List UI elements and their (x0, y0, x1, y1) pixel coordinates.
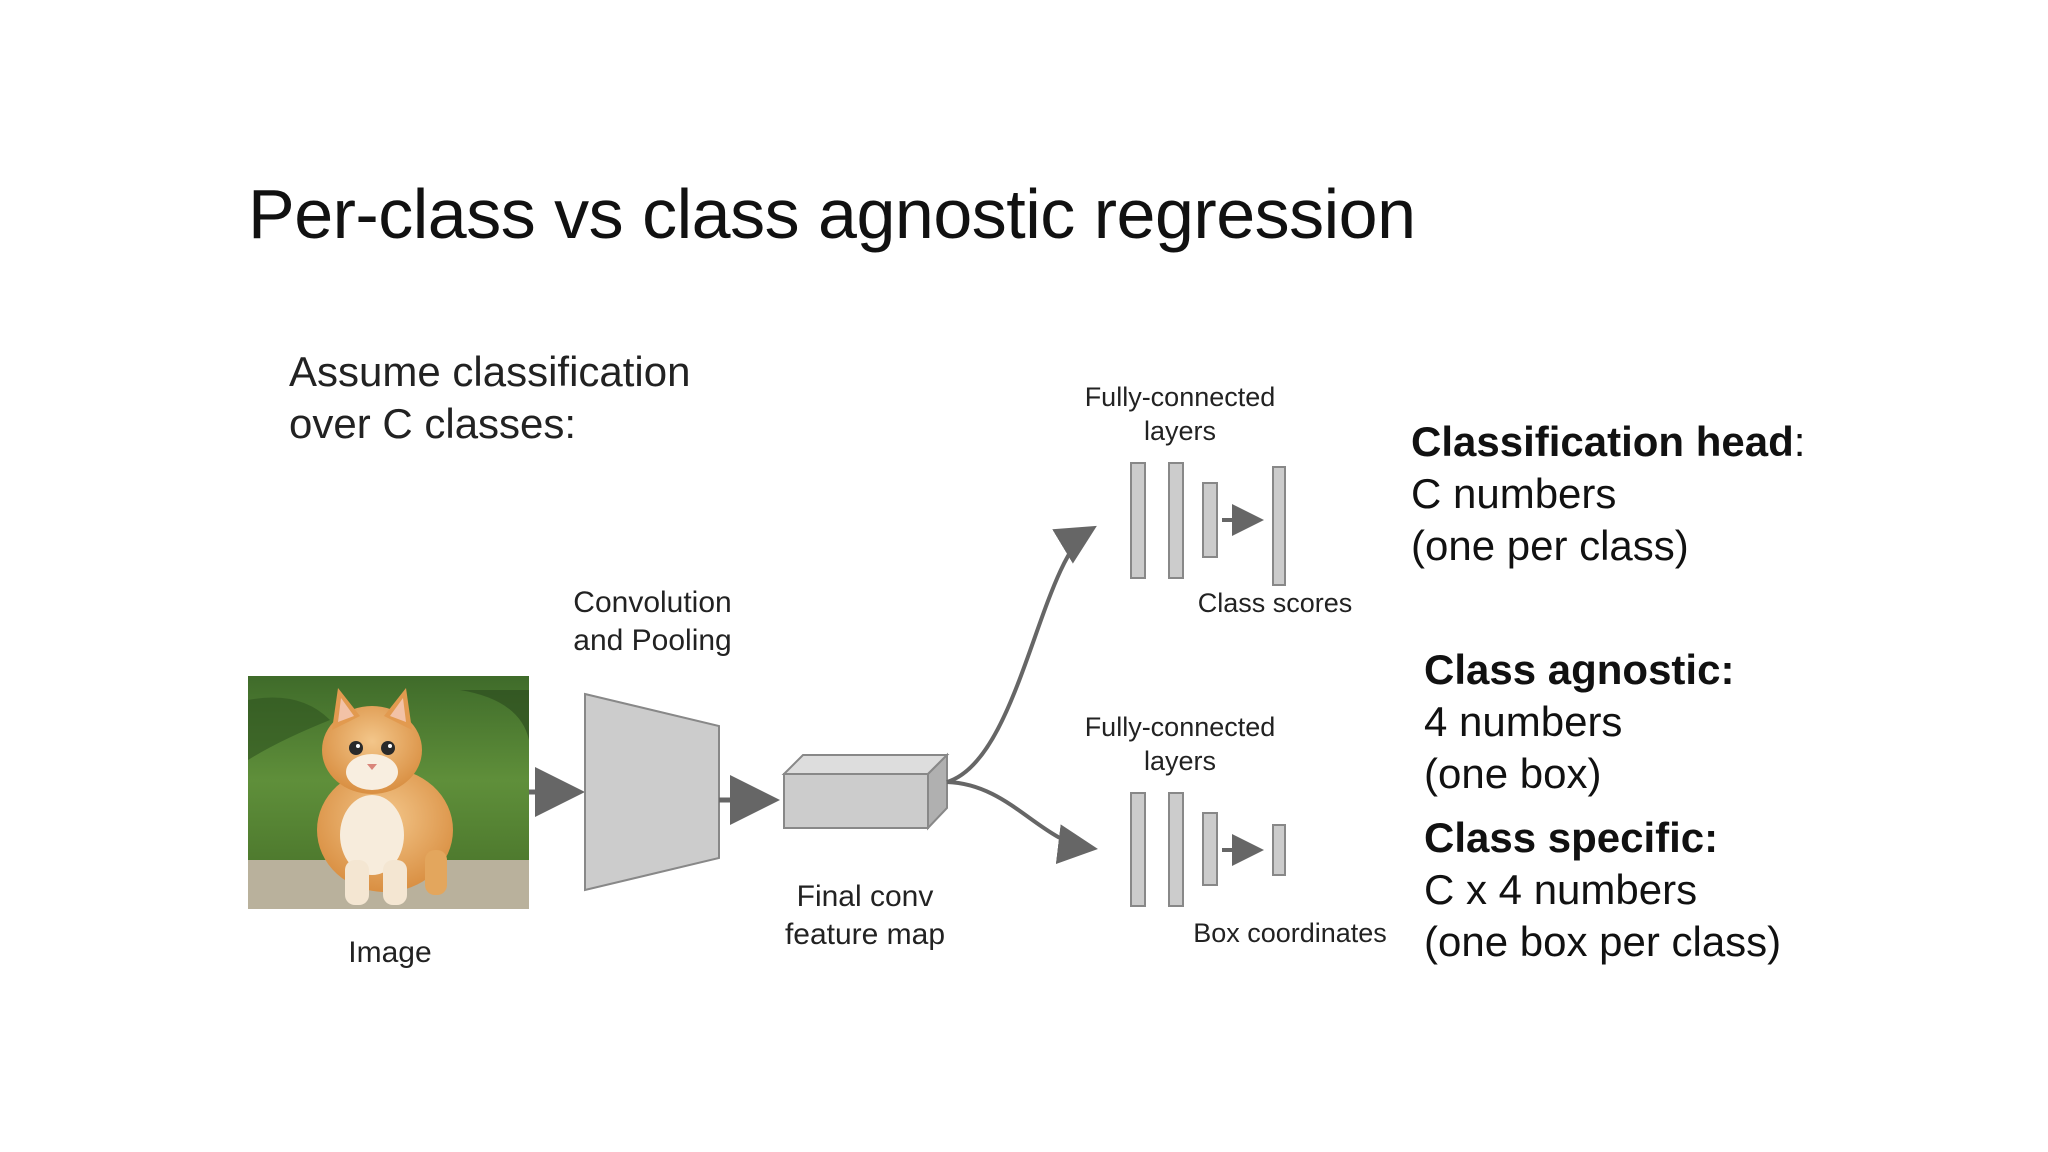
fc-top-label-line-2: layers (1143, 416, 1217, 446)
conv-pooling-block (584, 692, 720, 892)
classification-head-line-2: C numbers (1411, 470, 1617, 517)
class-specific-line-2: C x 4 numbers (1424, 866, 1698, 913)
class-agnostic-line-3: (one box) (1424, 750, 1602, 797)
fc-top-label-line-1: Fully-connected (1084, 382, 1276, 412)
fc-bottom-label: Fully-connected layers (1060, 710, 1300, 778)
classification-head-block: Classification head: C numbers (one per … (1411, 416, 1805, 572)
class-agnostic-line-2: 4 numbers (1424, 698, 1623, 745)
class-specific-line-3: (one box per class) (1424, 918, 1782, 965)
feature-label-line-1: Final conv (796, 880, 934, 913)
conv-label: Convolution and Pooling (540, 584, 765, 660)
class-scores-label: Class scores (1197, 588, 1353, 618)
fc-layers-top (1130, 462, 1286, 586)
conv-label-line-2: and Pooling (573, 624, 732, 657)
class-agnostic-block: Class agnostic: 4 numbers (one box) (1424, 644, 1734, 800)
assume-text: Assume classification over C classes: (289, 346, 690, 450)
feature-map-block (781, 752, 950, 831)
arrow-feature-to-top-head (946, 525, 1097, 784)
fc-bottom-label-line-2: layers (1143, 746, 1217, 776)
assume-line-1: Assume classification (289, 348, 691, 395)
class-scores-vector (1272, 466, 1286, 586)
feature-label-line-2: feature map (784, 918, 946, 951)
box-coordinates-vector (1272, 824, 1286, 876)
fc-layers-bottom (1130, 792, 1286, 907)
slide-title: Per-class vs class agnostic regression (248, 175, 1416, 253)
classification-head-title: Classification head (1411, 418, 1794, 465)
image-label: Image (348, 936, 432, 969)
classification-head-line-3: (one per class) (1411, 522, 1689, 569)
class-agnostic-title: Class agnostic: (1424, 646, 1735, 693)
classification-head-colon: : (1793, 418, 1806, 465)
fc-bottom-label-line-1: Fully-connected (1084, 712, 1276, 742)
kitten-image (248, 676, 529, 909)
class-specific-block: Class specific: C x 4 numbers (one box p… (1424, 812, 1781, 968)
conv-label-line-1: Convolution (573, 586, 732, 619)
arrow-feature-to-bottom-head (946, 780, 1098, 865)
assume-line-2: over C classes: (289, 400, 577, 447)
fc-top-label: Fully-connected layers (1060, 380, 1300, 448)
feature-map-label: Final conv feature map (755, 878, 975, 954)
box-coordinates-label: Box coordinates (1193, 918, 1387, 948)
class-specific-title: Class specific: (1424, 814, 1719, 861)
